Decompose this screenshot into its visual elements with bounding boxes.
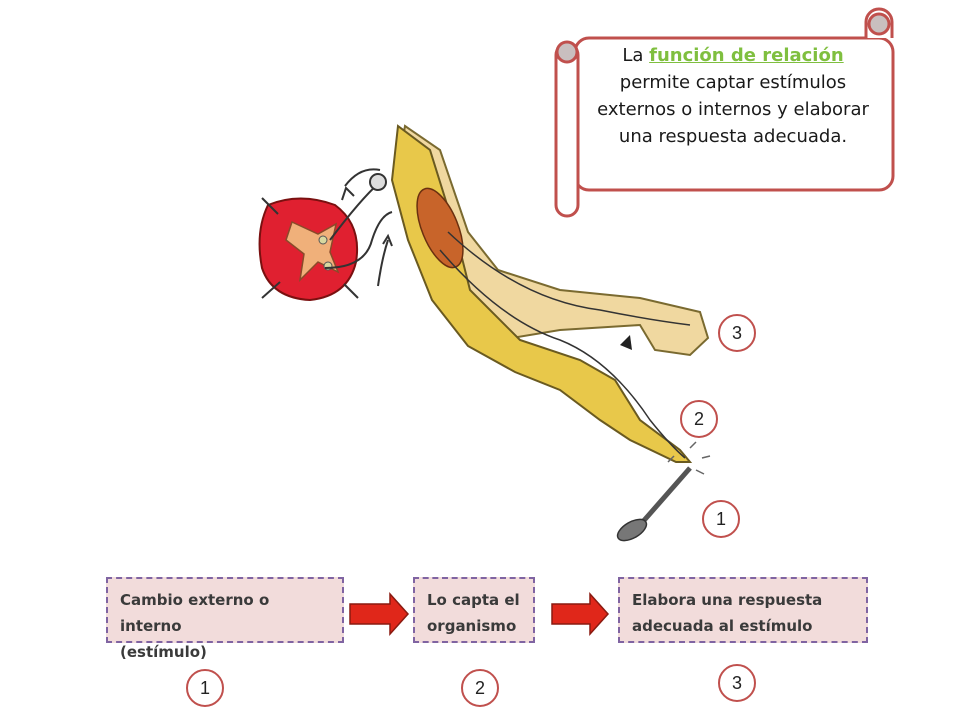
relation-function-link[interactable]: función de relación <box>649 45 844 66</box>
flow-step-line: Cambio externo o interno <box>120 591 270 635</box>
scroll-prefix: La <box>622 45 650 66</box>
flow-number-2: 2 <box>461 669 499 707</box>
flow-arrow-2 <box>551 592 610 636</box>
flow-step-line: adecuada al estímulo <box>632 617 813 635</box>
marker-2: 2 <box>680 400 718 438</box>
flow-step-line: Elabora una respuesta <box>632 591 823 609</box>
flow-step-line: Lo capta el <box>427 591 520 609</box>
marker-3: 3 <box>718 314 756 352</box>
flow-step-response: Elabora una respuesta adecuada al estímu… <box>618 577 868 643</box>
scroll-text: La función de relación permite captar es… <box>590 42 876 150</box>
flow-step-line: (estímulo) <box>120 643 207 661</box>
flow-step-capture: Lo capta el organismo <box>413 577 535 643</box>
flow-number-3: 3 <box>718 664 756 702</box>
marker-1: 1 <box>702 500 740 538</box>
flow-arrow-1 <box>349 592 410 636</box>
nail-icon <box>616 441 711 542</box>
flow-step-stimulus: Cambio externo o interno (estímulo) <box>106 577 344 661</box>
scroll-suffix: permite captar estímulos externos o inte… <box>597 72 869 147</box>
spinal-cord-icon <box>258 197 359 302</box>
scroll-banner <box>554 7 895 218</box>
flow-number-1: 1 <box>186 669 224 707</box>
flow-step-line: organismo <box>427 617 517 635</box>
arm-icon <box>390 124 710 463</box>
